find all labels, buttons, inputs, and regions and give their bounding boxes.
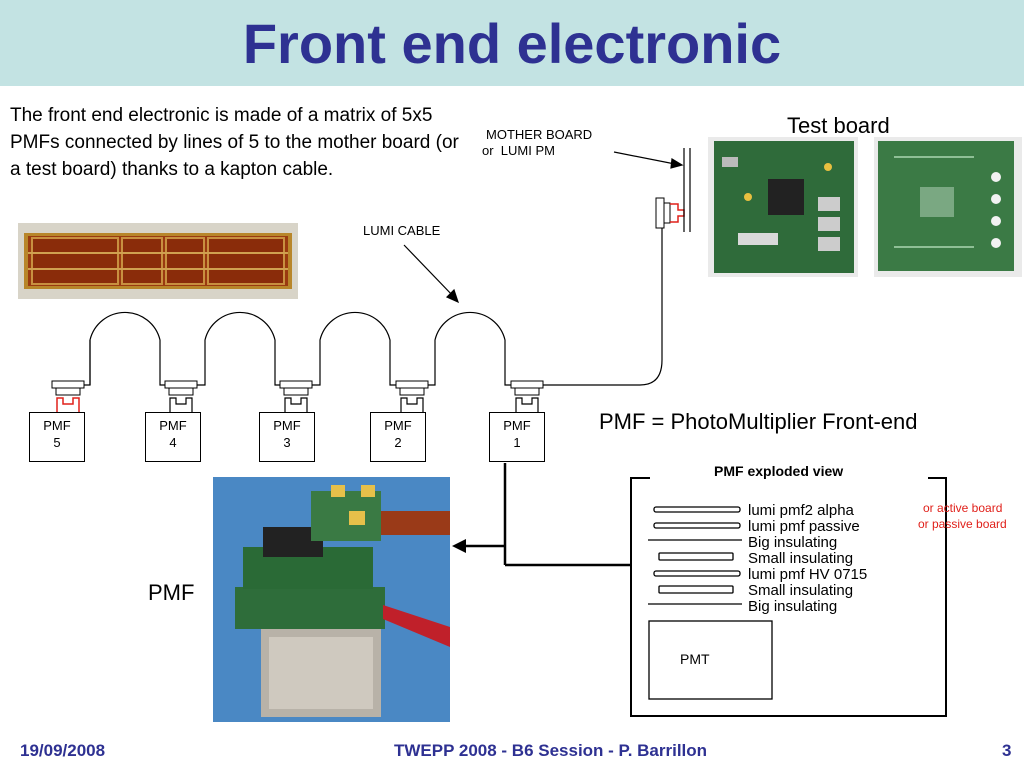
lumi-cable-label: LUMI CABLE [363, 223, 441, 238]
pmf-box-number: 1 [513, 435, 521, 450]
test-board-label: Test board [787, 113, 890, 138]
layer-label: Small insulating [748, 550, 854, 567]
pmf-box-label: PMF [159, 418, 187, 433]
pmf-definition: PMF = PhotoMultiplier Front-end [599, 409, 918, 434]
layer-shapes [648, 506, 773, 700]
pmf-box-number: 3 [283, 435, 291, 450]
layer-label: lumi pmf2 alpha [748, 502, 854, 519]
alt-board-label-2: or passive board [918, 517, 1007, 531]
pmf-box-label: PMF [503, 418, 531, 433]
exploded-view-frame [630, 477, 947, 717]
pointer-arrows [403, 151, 684, 304]
test-board-photo-back [874, 137, 1022, 277]
pmf-box: PMF 5 [29, 412, 85, 462]
pmf-box: PMF 3 [259, 412, 315, 462]
pmf-connectors [51, 380, 544, 412]
exploded-view-title: PMF exploded view [714, 463, 844, 479]
layer-label: Small insulating [748, 582, 854, 599]
pmf-box-label: PMF [43, 418, 71, 433]
footer-date: 19/09/2008 [20, 741, 106, 760]
pmf-box-number: 4 [169, 435, 177, 450]
slide-title: Front end electronic [242, 12, 782, 75]
pmf1-link-arrow [452, 463, 630, 567]
pmf-photo-label: PMF [148, 580, 195, 605]
pmf-box: PMF 2 [370, 412, 426, 462]
pmf-box-label: PMF [384, 418, 412, 433]
pmf-box: PMF 1 [489, 412, 545, 462]
intro-text: The front end electronic is made of a ma… [10, 105, 459, 180]
or-lumi-pm-label: or LUMI PM [482, 143, 555, 158]
layer-label: Big insulating [748, 534, 838, 551]
layer-label: lumi pmf HV 0715 [748, 566, 868, 583]
mother-board-connector [655, 148, 691, 232]
title-band [0, 0, 1024, 86]
pmf-box-label: PMF [273, 418, 301, 433]
footer-page-number: 3 [1002, 741, 1012, 760]
alt-board-label-1: or active board [923, 501, 1003, 515]
lumi-cable [68, 226, 663, 386]
test-board-photo-front [708, 137, 858, 277]
layer-label: lumi pmf passive [748, 518, 860, 535]
mother-board-label: MOTHER BOARD [486, 127, 593, 142]
kapton-cable-photo [18, 223, 298, 299]
pmf-box-number: 2 [394, 435, 402, 450]
footer-session: TWEPP 2008 - B6 Session - P. Barrillon [394, 741, 708, 760]
pmf-photo [213, 477, 450, 722]
pmt-label: PMT [680, 651, 710, 667]
pmf-box-number: 5 [53, 435, 61, 450]
layer-label: Big insulating [748, 598, 838, 615]
pmf-box: PMF 4 [145, 412, 201, 462]
